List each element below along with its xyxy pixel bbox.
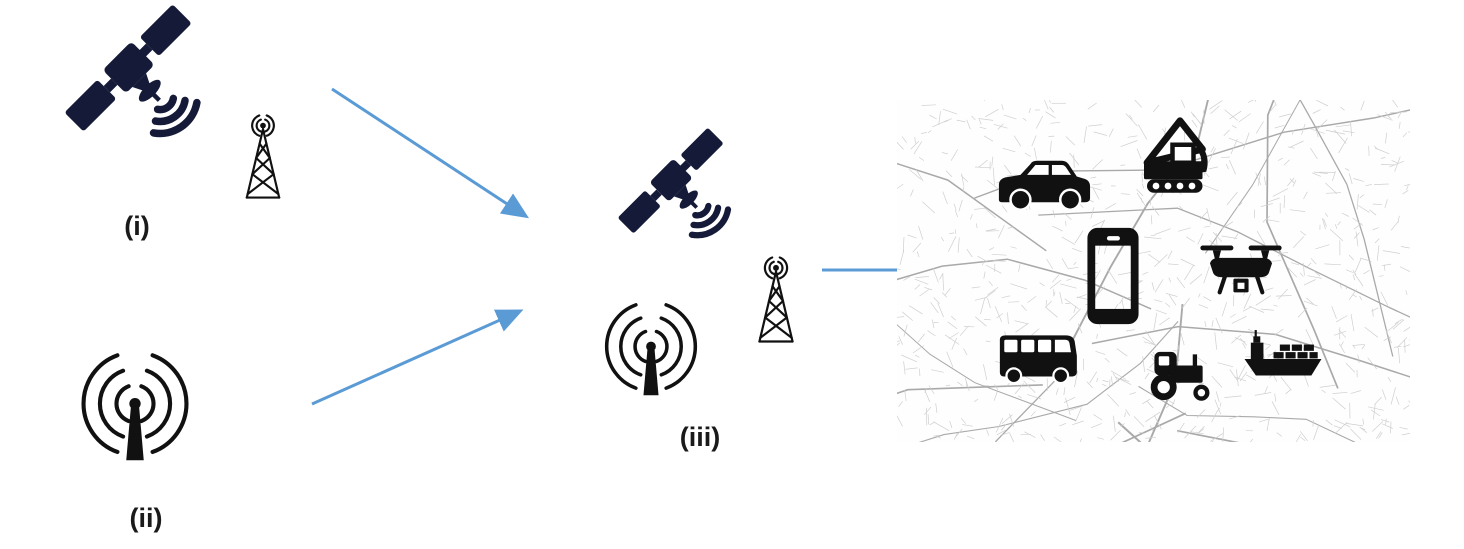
radio-antenna-icon xyxy=(63,345,207,489)
car-icon xyxy=(991,155,1093,213)
node-label-iii: (iii) xyxy=(679,422,721,452)
excavator-icon xyxy=(1135,110,1225,202)
smartphone-icon xyxy=(1087,226,1139,326)
cell-tower-icon xyxy=(227,113,299,203)
city-map xyxy=(897,100,1410,442)
satellite-icon xyxy=(612,124,750,254)
bus-icon xyxy=(992,331,1084,386)
group-ii: (ii) xyxy=(0,330,250,549)
cell-tower-icon xyxy=(739,255,813,347)
group-i: (i) xyxy=(0,0,330,260)
tractor-icon xyxy=(1147,347,1215,405)
ship-icon xyxy=(1242,324,1324,384)
node-label-i: (i) xyxy=(124,211,150,241)
node-label-ii: (ii) xyxy=(129,503,163,533)
arrow-i-to-iii xyxy=(331,87,530,219)
radio-antenna-icon xyxy=(589,296,713,420)
arrow-ii-to-iii xyxy=(311,309,524,406)
group-iii: (iii) xyxy=(560,100,840,480)
satellite-icon xyxy=(58,0,223,156)
drone-icon xyxy=(1193,240,1289,302)
